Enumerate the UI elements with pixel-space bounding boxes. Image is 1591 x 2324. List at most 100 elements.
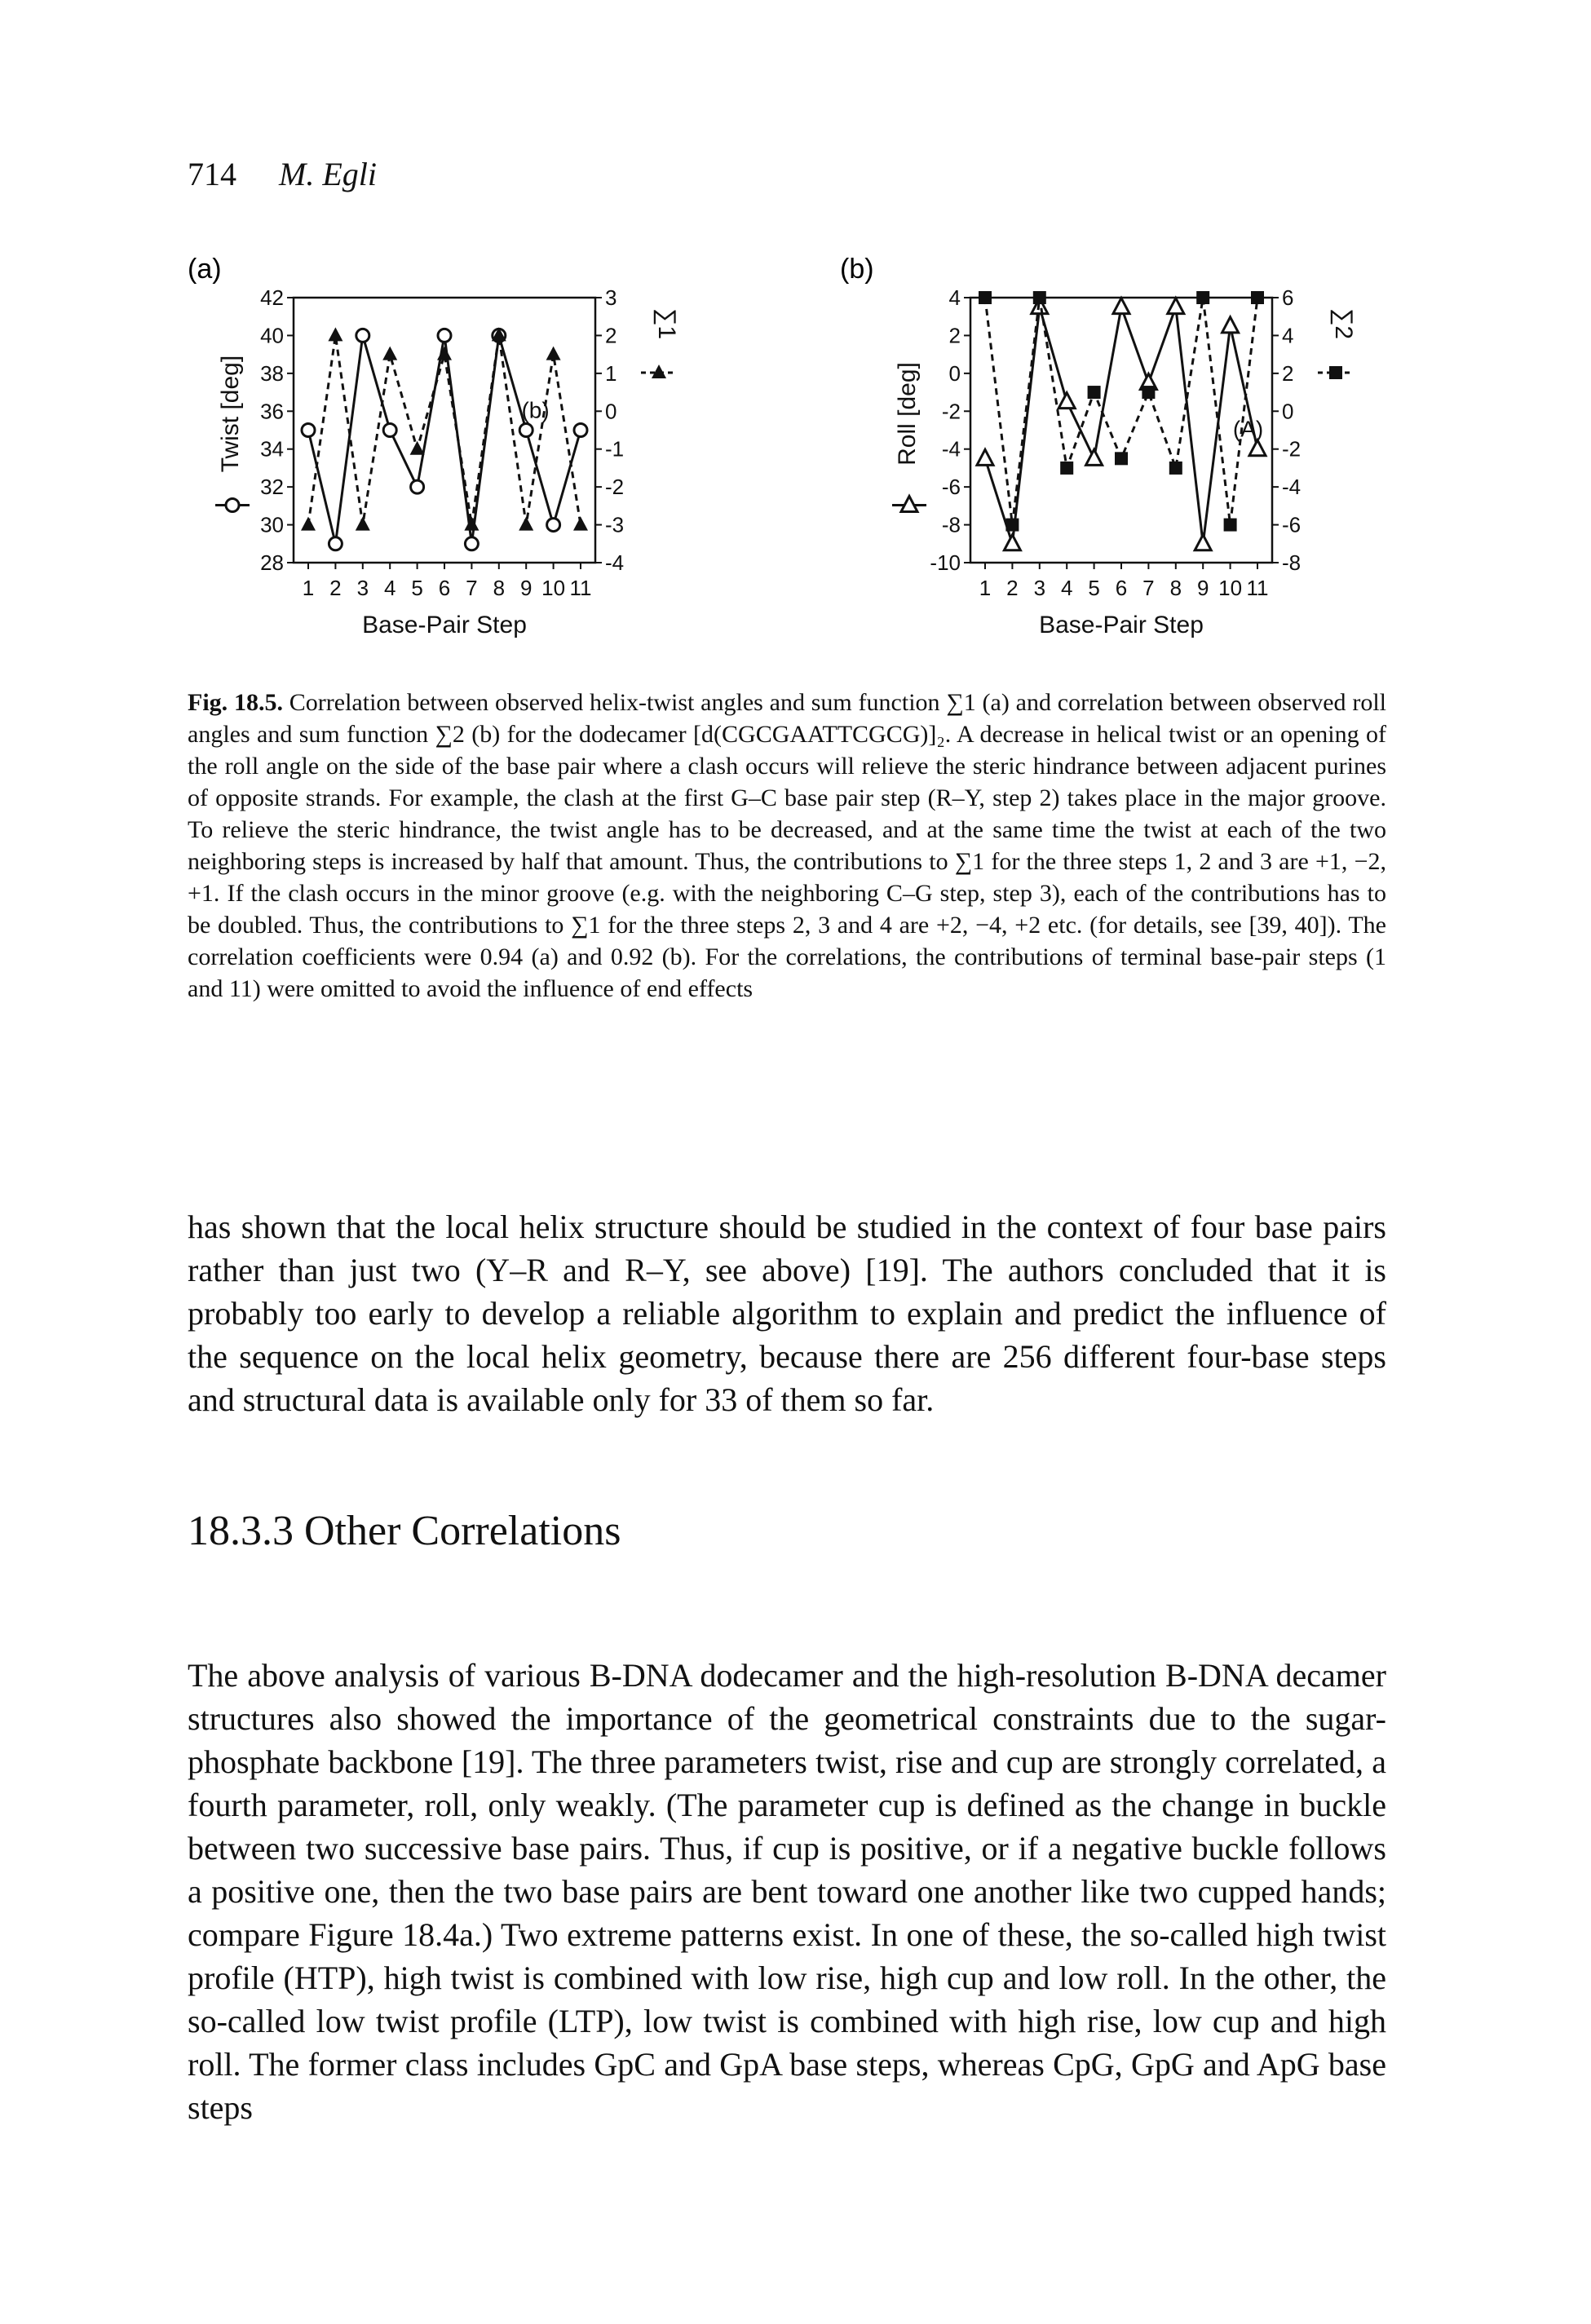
left-axis-tick-label: 36 bbox=[260, 399, 284, 423]
right-axis-tick-label: 1 bbox=[605, 361, 617, 386]
y-axis-label-right: ∑1 bbox=[653, 308, 680, 339]
series-2-point bbox=[328, 327, 343, 342]
x-axis-tick-label: 5 bbox=[1088, 576, 1099, 600]
series-2-point bbox=[1115, 452, 1128, 466]
series-2-point bbox=[546, 346, 561, 360]
left-axis-tick-label: -2 bbox=[942, 399, 961, 423]
right-axis-tick-label: -6 bbox=[1282, 513, 1301, 537]
right-axis-tick-label: 2 bbox=[605, 323, 617, 347]
x-axis-tick-label: 6 bbox=[439, 576, 450, 600]
series-1-point bbox=[572, 422, 589, 438]
right-axis-tick-label: -3 bbox=[605, 513, 624, 537]
left-axis-tick-label: -6 bbox=[942, 475, 961, 499]
right-axis-tick-label: -4 bbox=[605, 550, 624, 575]
left-axis-tick-label: 40 bbox=[260, 323, 284, 347]
left-axis-tick-label: 34 bbox=[260, 437, 284, 462]
right-axis-tick-label: -8 bbox=[1282, 550, 1301, 575]
y-axis-label-left: Roll [deg] bbox=[894, 362, 921, 466]
series-2-point bbox=[1223, 518, 1237, 532]
series-2-point bbox=[1087, 386, 1101, 400]
series-2-point bbox=[409, 440, 425, 455]
right-legend-marker bbox=[1329, 366, 1342, 379]
right-axis-tick-label: -4 bbox=[1282, 475, 1301, 499]
right-axis-tick-label: -2 bbox=[1282, 437, 1301, 462]
annotation-side-note: (b) bbox=[521, 397, 549, 422]
x-axis-label: Base-Pair Step bbox=[362, 612, 527, 638]
y-axis-label-left: Twist [deg] bbox=[217, 356, 244, 472]
left-axis-tick-label: 42 bbox=[260, 285, 284, 310]
series-1-point bbox=[546, 517, 562, 533]
series-1-point bbox=[327, 536, 343, 552]
x-axis-tick-label: 11 bbox=[570, 576, 592, 600]
series-1-point bbox=[1084, 447, 1105, 466]
series-2-point bbox=[1032, 291, 1046, 304]
series-1-point bbox=[1192, 532, 1213, 552]
series-2-point bbox=[1251, 291, 1264, 304]
figure-caption: Fig. 18.5. Correlation between observed … bbox=[188, 687, 1386, 1005]
x-axis-tick-label: 4 bbox=[1061, 576, 1072, 600]
right-axis-tick-label: 3 bbox=[605, 285, 617, 310]
x-axis-label: Base-Pair Step bbox=[1039, 612, 1204, 638]
series-1-point bbox=[355, 327, 371, 343]
y-axis-label-right: ∑2 bbox=[1330, 308, 1357, 339]
left-axis-tick-label: 0 bbox=[949, 361, 961, 386]
x-axis-tick-label: 6 bbox=[1116, 576, 1127, 600]
series-2-point bbox=[573, 516, 588, 531]
series-1-point bbox=[382, 422, 398, 438]
left-axis-tick-label: -8 bbox=[942, 513, 961, 537]
series-2-point bbox=[519, 516, 534, 531]
panel-b-label: (b) bbox=[840, 254, 874, 285]
x-axis-tick-label: 10 bbox=[541, 576, 565, 600]
x-axis-tick-label: 2 bbox=[329, 576, 341, 600]
x-axis-tick-label: 9 bbox=[1197, 576, 1209, 600]
caption-text: Correlation between observed helix-twist… bbox=[188, 689, 1386, 1002]
series-1-point bbox=[1220, 314, 1241, 334]
x-axis-tick-label: 7 bbox=[466, 576, 477, 600]
x-axis-tick-label: 4 bbox=[384, 576, 396, 600]
series-2-point bbox=[382, 346, 398, 360]
left-legend-marker bbox=[899, 493, 920, 513]
series-2-point bbox=[437, 346, 452, 360]
right-legend-marker bbox=[652, 365, 666, 378]
left-axis-tick-label: 32 bbox=[260, 475, 284, 499]
right-axis-tick-label: 6 bbox=[1282, 285, 1293, 310]
series-2-line bbox=[983, 297, 1259, 525]
running-author: M. Egli bbox=[279, 156, 377, 192]
left-axis-tick-label: 28 bbox=[260, 550, 284, 575]
x-axis-tick-label: 1 bbox=[979, 576, 991, 600]
series-1-point bbox=[1056, 390, 1077, 410]
series-2-point bbox=[355, 516, 370, 531]
series-1-point bbox=[436, 327, 453, 343]
series-2-point bbox=[464, 516, 480, 531]
series-2-point bbox=[301, 516, 316, 531]
series-1-line bbox=[983, 302, 1259, 545]
x-axis-tick-label: 2 bbox=[1006, 576, 1018, 600]
left-axis-tick-label: 38 bbox=[260, 361, 284, 386]
series-1-point bbox=[518, 422, 534, 438]
series-2-point bbox=[1142, 386, 1156, 400]
x-axis-tick-label: 3 bbox=[1034, 576, 1045, 600]
x-axis-tick-label: 3 bbox=[357, 576, 369, 600]
series-2-point bbox=[1060, 461, 1074, 475]
series-1-point bbox=[300, 422, 316, 438]
body-paragraph-1: has shown that the local helix structure… bbox=[188, 1208, 1386, 1418]
x-axis-tick-label: 1 bbox=[303, 576, 314, 600]
annotation-side-note: (A) bbox=[1233, 417, 1263, 442]
left-axis-tick-label: 30 bbox=[260, 513, 284, 537]
x-axis-tick-label: 8 bbox=[1170, 576, 1182, 600]
right-axis-tick-label: 0 bbox=[1282, 399, 1293, 423]
body-paragraph-2: The above analysis of various B-DNA dode… bbox=[188, 1657, 1386, 2126]
series-1-point bbox=[1165, 295, 1187, 316]
left-legend-marker bbox=[224, 497, 241, 513]
x-axis-tick-label: 8 bbox=[493, 576, 505, 600]
series-2-point bbox=[1169, 461, 1182, 475]
panel-a-label: (a) bbox=[188, 254, 222, 285]
left-axis-tick-label: 4 bbox=[949, 285, 961, 310]
x-axis-tick-label: 11 bbox=[1247, 576, 1269, 600]
section-heading: 18.3.3 Other Correlations bbox=[188, 1508, 621, 1554]
series-1-point bbox=[1001, 532, 1023, 552]
